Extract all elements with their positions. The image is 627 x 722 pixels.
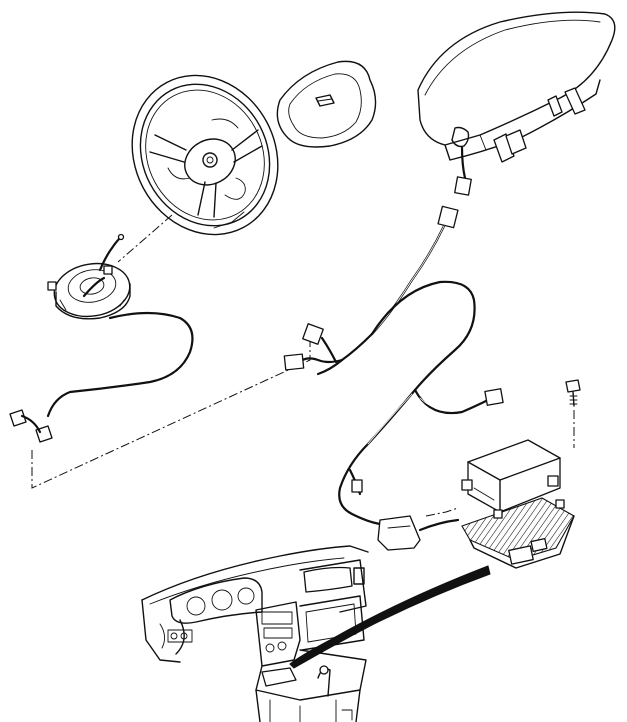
airbag-control-unit [461,439,575,569]
location-leader-line [289,565,491,669]
passenger-airbag-module [417,11,616,196]
driver-airbag-module [276,60,377,148]
clock-spring [9,233,194,443]
reference-line-clockspring [31,336,311,489]
dashboard-location-view [141,545,369,722]
reference-line-steering [117,214,173,263]
mounting-bolt [565,379,581,448]
airbag-wiring-harness [283,205,504,551]
steering-wheel [131,74,279,236]
